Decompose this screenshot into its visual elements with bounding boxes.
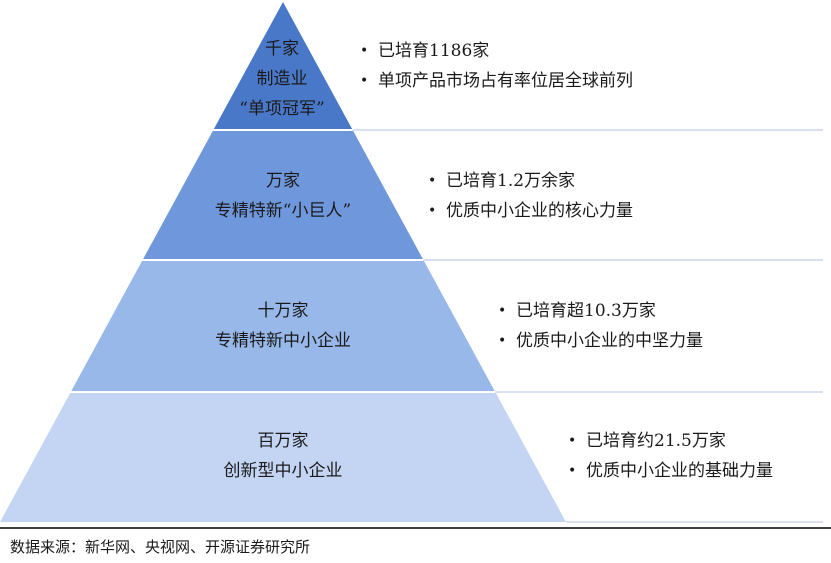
- pyramid-tier-1: [213, 2, 353, 130]
- tier-2-line-2: 专精特新“小巨人”: [214, 201, 352, 221]
- bullet-text: 优质中小企业的基础力量: [586, 461, 773, 481]
- bullet-text: 已培育1.2万余家: [446, 171, 576, 191]
- bullet-text: 已培育约21.5万家: [586, 431, 726, 451]
- tier-3-bullets: • 已培育超10.3万家 • 优质中小企业的中坚力量: [498, 296, 703, 356]
- tier-1-bullet-1: • 已培育1186家: [360, 36, 633, 66]
- tier-1-line-3: “单项冠军”: [239, 99, 325, 119]
- tier-2-bullet-1: • 已培育1.2万余家: [428, 166, 633, 196]
- tier-4-line-1: 百万家: [257, 431, 309, 451]
- source-note: 数据来源：新华网、央视网、开源证券研究所: [10, 538, 311, 556]
- tier-4-bullet-1: • 已培育约21.5万家: [568, 426, 773, 456]
- tier-4-bullets: • 已培育约21.5万家 • 优质中小企业的基础力量: [568, 426, 773, 486]
- pyramid-tiers: [0, 2, 566, 522]
- tier-dividers: [68, 129, 823, 523]
- bullet-icon: •: [360, 73, 369, 89]
- bullet-text: 优质中小企业的核心力量: [446, 201, 633, 221]
- pyramid-tier-3: [70, 260, 496, 392]
- tier-2-line-1: 万家: [266, 171, 300, 191]
- tier-3-bullet-2: • 优质中小企业的中坚力量: [498, 326, 703, 356]
- bullet-icon: •: [498, 303, 507, 319]
- tier-2-label: 万家 专精特新“小巨人”: [178, 166, 388, 226]
- tier-4-line-2: 创新型中小企业: [223, 461, 343, 481]
- tier-3-line-1: 十万家: [257, 301, 309, 321]
- tier-3-bullet-1: • 已培育超10.3万家: [498, 296, 703, 326]
- pyramid-tier-4: [0, 392, 566, 522]
- tier-3-label: 十万家 专精特新中小企业: [178, 296, 388, 356]
- tier-4-label: 百万家 创新型中小企业: [178, 426, 388, 486]
- bullet-text: 已培育超10.3万家: [516, 301, 656, 321]
- tier-1-line-2: 制造业: [256, 69, 308, 89]
- pyramid-tier-2: [142, 130, 424, 260]
- bullet-icon: •: [568, 463, 577, 479]
- tier-2-bullet-2: • 优质中小企业的核心力量: [428, 196, 633, 226]
- tier-3-line-2: 专精特新中小企业: [215, 331, 351, 351]
- tier-1-label: 千家 制造业 “单项冠军”: [197, 34, 367, 124]
- bullet-icon: •: [498, 333, 507, 349]
- bullet-icon: •: [428, 203, 437, 219]
- bullet-text: 已培育1186家: [378, 41, 490, 61]
- tier-2-bullets: • 已培育1.2万余家 • 优质中小企业的核心力量: [428, 166, 633, 226]
- bullet-text: 单项产品市场占有率位居全球前列: [378, 71, 633, 91]
- bullet-icon: •: [568, 433, 577, 449]
- bullet-text: 优质中小企业的中坚力量: [516, 331, 703, 351]
- tier-1-line-1: 千家: [265, 39, 299, 59]
- bullet-icon: •: [360, 43, 369, 59]
- bullet-icon: •: [428, 173, 437, 189]
- tier-1-bullet-2: • 单项产品市场占有率位居全球前列: [360, 66, 633, 96]
- tier-1-bullets: • 已培育1186家 • 单项产品市场占有率位居全球前列: [360, 36, 633, 96]
- tier-4-bullet-2: • 优质中小企业的基础力量: [568, 456, 773, 486]
